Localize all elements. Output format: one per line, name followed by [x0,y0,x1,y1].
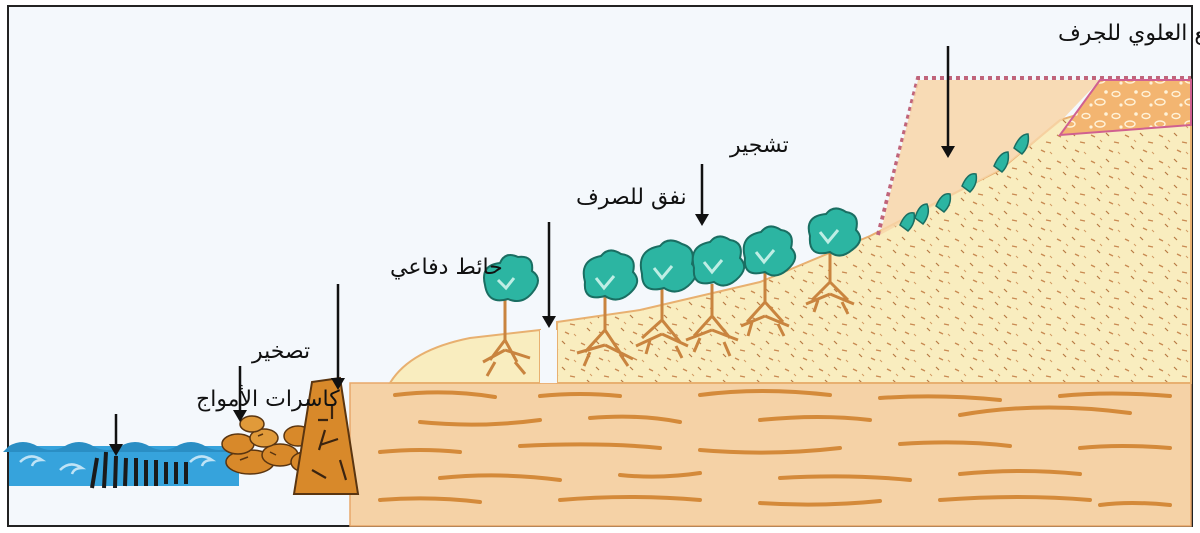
sand-terrace-left [390,330,540,383]
label-defensive-wall: حائط دفاعي [390,255,503,280]
label-planting: تشجير [729,133,789,158]
bedrock-base [350,383,1191,526]
label-rocks: تصخير [251,339,310,364]
label-slope-profile: تغيير نسق المقطع العلوي للجرف [1058,21,1200,46]
sea-water [3,442,239,486]
label-breakwaters: كاسرات الأمواج [196,385,340,412]
label-drain-tunnel: نفق للصرف [576,185,687,210]
drain-tunnel-gap [540,330,557,383]
